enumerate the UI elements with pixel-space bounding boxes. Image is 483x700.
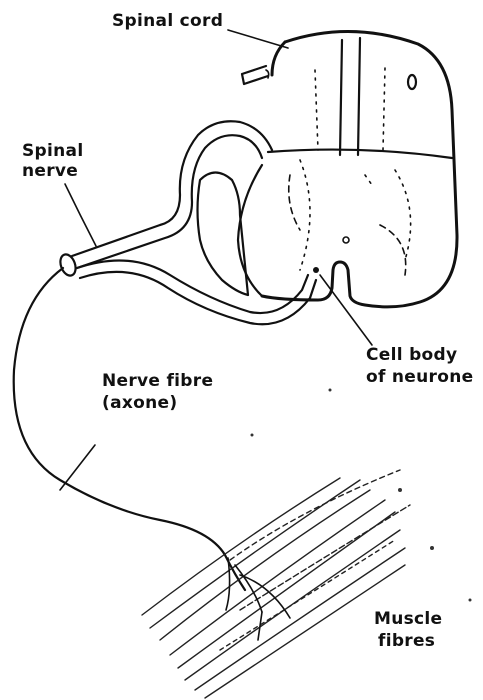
cell-body-leader	[320, 275, 372, 345]
label-cell-body-line2: of neurone	[366, 368, 473, 387]
cell-body-marker	[313, 267, 319, 273]
label-muscle-line1: Muscle	[374, 610, 442, 629]
nerve-fibre	[14, 268, 245, 590]
spinal-nerve-leader	[65, 184, 96, 246]
muscle-fibres	[142, 470, 410, 698]
label-spinal-cord: Spinal cord	[112, 12, 223, 31]
spinal-cord-leader	[228, 30, 288, 48]
spinal-cord	[238, 31, 457, 306]
label-cell-body-line1: Cell body	[366, 346, 457, 365]
label-spinal-nerve-line1: Spinal	[22, 142, 83, 161]
label-nerve-fibre-line1: Nerve fibre	[102, 372, 213, 391]
nerve-fibre-leader	[60, 445, 95, 490]
label-spinal-nerve-line2: nerve	[22, 162, 78, 181]
label-nerve-fibre-line2: (axone)	[102, 394, 177, 413]
label-muscle-line2: fibres	[378, 632, 435, 651]
